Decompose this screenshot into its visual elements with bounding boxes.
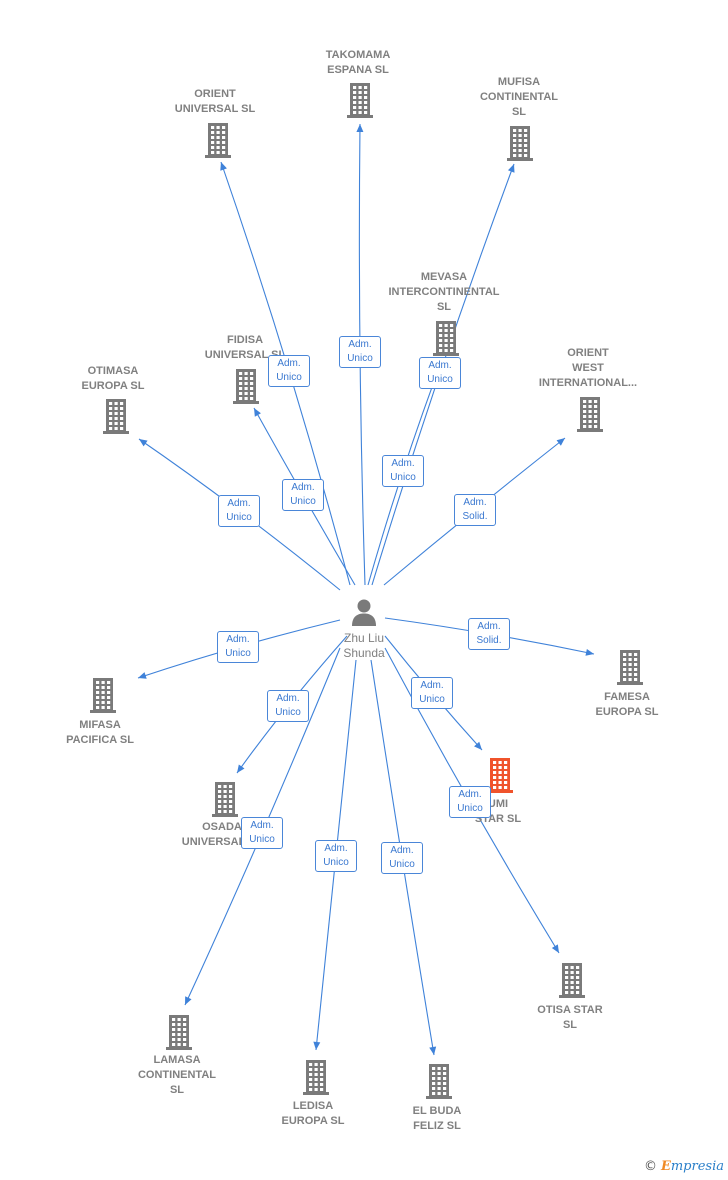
- building-icon: [559, 963, 585, 998]
- arrowhead-orient-universal: [220, 162, 227, 171]
- company-label-ledisa[interactable]: LEDISA EUROPA SL: [281, 1100, 345, 1127]
- edge-label-otimasa: Adm. Unico: [218, 495, 260, 527]
- arrowhead-takomama: [356, 124, 364, 133]
- edge-label-mufisa: Adm. Unico: [419, 357, 461, 389]
- company-node-fidisa[interactable]: [232, 368, 260, 404]
- person-node[interactable]: [348, 596, 380, 628]
- edge-label-orient-west: Adm. Solid.: [454, 494, 496, 526]
- edge-label-fidisa: Adm. Unico: [282, 479, 324, 511]
- arrowhead-mifasa: [138, 672, 147, 679]
- company-node-lamasa[interactable]: [165, 1014, 193, 1050]
- company-node-takomama[interactable]: [346, 82, 374, 118]
- arrowhead-otimasa: [139, 439, 148, 447]
- company-node-umi-star[interactable]: [486, 757, 514, 793]
- edge-label-mifasa: Adm. Unico: [217, 631, 259, 663]
- building-icon: [347, 83, 373, 118]
- edge-label-osada: Adm. Unico: [267, 690, 309, 722]
- building-icon: [617, 650, 643, 685]
- company-label-orient-west[interactable]: ORIENT WEST INTERNATIONAL...: [538, 347, 638, 389]
- company-node-mevasa[interactable]: [432, 320, 460, 356]
- brand-initial: E: [660, 1159, 671, 1174]
- company-label-umi-star[interactable]: UMI STAR SL: [474, 798, 522, 825]
- arrowhead-lamasa: [185, 996, 192, 1005]
- building-icon: [507, 126, 533, 161]
- company-node-otisa-star[interactable]: [558, 962, 586, 998]
- brand-name: mpresia: [670, 1159, 724, 1174]
- building-icon: [166, 1015, 192, 1050]
- company-label-mevasa[interactable]: MEVASA INTERCONTINENTAL SL: [388, 271, 500, 313]
- edge-label-el-buda: Adm. Unico: [381, 842, 423, 874]
- company-label-famesa[interactable]: FAMESA EUROPA SL: [595, 691, 659, 718]
- building-icon: [205, 123, 231, 158]
- building-icon: [433, 321, 459, 356]
- edge-label-orient-universal: Adm. Unico: [268, 355, 310, 387]
- company-label-mufisa[interactable]: MUFISA CONTINENTAL SL: [479, 76, 558, 118]
- company-label-lamasa[interactable]: LAMASA CONTINENTAL SL: [137, 1054, 216, 1096]
- company-label-otisa-star[interactable]: OTISA STAR SL: [537, 1004, 603, 1031]
- arrowhead-osada: [237, 764, 245, 773]
- company-label-mifasa[interactable]: MIFASA PACIFICA SL: [66, 719, 134, 746]
- edge-label-lamasa: Adm. Unico: [241, 817, 283, 849]
- arrowhead-famesa: [585, 648, 594, 656]
- person-icon: [352, 599, 376, 626]
- arrowhead-ledisa: [313, 1041, 321, 1050]
- edge-label-takomama: Adm. Unico: [339, 336, 381, 368]
- arrowhead-mufisa: [507, 164, 515, 173]
- building-icon: [303, 1060, 329, 1095]
- company-node-el-buda[interactable]: [425, 1063, 453, 1099]
- building-icon: [233, 369, 259, 404]
- edge-label-otisa-star: Adm. Unico: [449, 786, 491, 818]
- edge-label-famesa: Adm. Solid.: [468, 618, 510, 650]
- company-node-ledisa[interactable]: [302, 1059, 330, 1095]
- building-icon: [103, 399, 129, 434]
- company-node-orient-universal[interactable]: [204, 122, 232, 158]
- person-name: Zhu Liu Shunda: [343, 631, 385, 660]
- building-icon: [90, 678, 116, 713]
- company-node-otimasa[interactable]: [102, 398, 130, 434]
- arrowhead-orient-west: [556, 438, 565, 446]
- edge-label-umi-star: Adm. Unico: [411, 677, 453, 709]
- building-icon: [487, 758, 513, 793]
- building-icon: [212, 782, 238, 817]
- company-label-el-buda[interactable]: EL BUDA FELIZ SL: [412, 1105, 462, 1132]
- company-node-mifasa[interactable]: [89, 677, 117, 713]
- arrowhead-el-buda: [429, 1046, 437, 1055]
- arrowhead-otisa-star: [551, 944, 559, 953]
- company-node-famesa[interactable]: [616, 649, 644, 685]
- building-icon: [577, 397, 603, 432]
- edge-label-mevasa: Adm. Unico: [382, 455, 424, 487]
- brand-footer: ©Empresia: [644, 1159, 724, 1174]
- copyright-symbol: ©: [643, 1159, 657, 1174]
- company-label-otimasa[interactable]: OTIMASA EUROPA SL: [81, 365, 145, 392]
- company-node-osada[interactable]: [211, 781, 239, 817]
- company-node-mufisa[interactable]: [506, 125, 534, 161]
- company-label-takomama[interactable]: TAKOMAMA ESPANA SL: [325, 49, 391, 76]
- company-node-orient-west[interactable]: [576, 396, 604, 432]
- company-label-orient-universal[interactable]: ORIENT UNIVERSAL SL: [174, 88, 256, 115]
- building-icon: [426, 1064, 452, 1099]
- arrowhead-fidisa: [254, 408, 261, 417]
- arrowhead-umi-star: [474, 741, 482, 750]
- edge-label-ledisa: Adm. Unico: [315, 840, 357, 872]
